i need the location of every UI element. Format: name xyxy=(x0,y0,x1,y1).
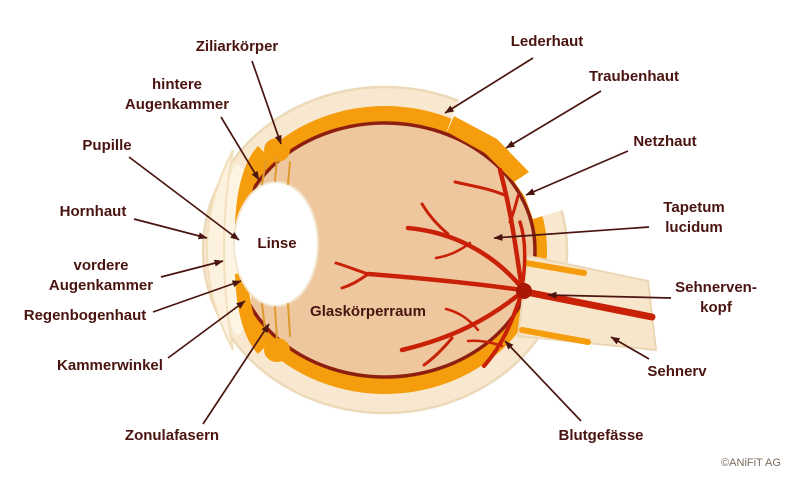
blood-vessel xyxy=(334,261,370,276)
callout-ziliarkoerper: Ziliarkörper xyxy=(196,38,282,145)
arrow-traubenhaut xyxy=(505,90,602,149)
blood-vessel xyxy=(466,339,504,348)
blood-vessel xyxy=(422,336,454,367)
zonule-fiber xyxy=(261,160,267,185)
blood-vessel xyxy=(405,225,525,291)
zonule-fiber xyxy=(274,306,278,341)
callout-regenbogenhaut: Regenbogenhaut xyxy=(24,280,242,324)
arrow-regenbogenhaut xyxy=(152,280,242,313)
arrow-blutgefaesse xyxy=(504,340,582,422)
blood-vessel xyxy=(522,288,656,321)
arrow-tapetum-lucidum xyxy=(493,226,650,241)
nerve-choroid-edge xyxy=(523,260,587,276)
blood-vessel xyxy=(497,167,525,291)
callout-lederhaut: Lederhaut xyxy=(444,33,584,114)
ciliary-body-lower xyxy=(264,338,290,362)
blood-vessel xyxy=(434,241,472,260)
cutaway-wedge xyxy=(447,81,579,219)
callout-zonulafasern: Zonulafasern xyxy=(125,323,270,444)
callout-pupille: Pupille xyxy=(82,137,240,241)
arrow-kammerwinkel xyxy=(167,300,246,359)
label-glaskoerperraum: Glaskörperraum xyxy=(310,303,426,320)
label-tapetum-lucidum-line2: lucidum xyxy=(665,219,723,236)
callout-traubenhaut: Traubenhaut xyxy=(505,68,679,149)
choroid-exposed-band xyxy=(447,116,529,182)
arrow-sehnerv xyxy=(610,336,650,360)
arrow-hintere-augenkammer xyxy=(220,116,260,181)
label-sehnerv: Sehnerv xyxy=(647,363,707,380)
label-regenbogenhaut: Regenbogenhaut xyxy=(24,307,147,324)
copyright-text: ©ANiFiT AG xyxy=(721,457,781,469)
label-pupille: Pupille xyxy=(82,137,131,154)
zonule-fiber xyxy=(274,157,278,182)
arrow-zonulafasern xyxy=(202,323,270,425)
label-tapetum-lucidum-line1: Tapetum xyxy=(663,199,724,216)
optic-disc xyxy=(516,283,532,299)
anterior-segment xyxy=(206,138,319,362)
label-lederhaut: Lederhaut xyxy=(511,33,584,50)
iris-lower xyxy=(235,272,268,354)
label-ziliarkoerper: Ziliarkörper xyxy=(196,38,279,55)
blood-vessel xyxy=(399,289,525,353)
blood-vessel xyxy=(444,307,480,332)
callout-vordere-augenkammer: vordere Augenkammer xyxy=(49,257,224,294)
arrow-ziliarkoerper xyxy=(251,60,282,145)
blood-vessels xyxy=(334,167,656,368)
nerve-choroid-edge xyxy=(519,327,591,345)
label-netzhaut: Netzhaut xyxy=(633,133,696,150)
blood-vessel xyxy=(420,202,450,236)
zonule-fiber xyxy=(287,161,291,185)
blood-vessel xyxy=(518,220,527,290)
cornea-shape xyxy=(206,149,234,351)
arrow-lederhaut xyxy=(444,57,534,114)
zonular-fibers xyxy=(261,157,291,341)
label-kammerwinkel: Kammerwinkel xyxy=(57,357,163,374)
callout-hornhaut: Hornhaut xyxy=(60,203,208,240)
label-traubenhaut: Traubenhaut xyxy=(589,68,679,85)
blood-vessel xyxy=(365,271,525,293)
blood-vessel xyxy=(482,290,524,368)
blood-vessel xyxy=(508,194,520,224)
arrow-netzhaut xyxy=(525,150,629,196)
blood-vessel xyxy=(453,180,509,198)
lens-shape xyxy=(233,181,319,307)
arrow-hornhaut xyxy=(133,218,208,240)
label-hintere-augenkammer-line2: Augenkammer xyxy=(125,96,229,113)
callout-blutgefaesse: Blutgefässe xyxy=(504,340,644,444)
label-blutgefaesse: Blutgefässe xyxy=(558,427,643,444)
callout-hintere-augenkammer: hintere Augenkammer xyxy=(125,76,260,181)
arrow-sehnervenkopf xyxy=(547,291,672,299)
blood-vessel xyxy=(340,272,370,290)
optic-nerve-choroid-edges xyxy=(519,260,591,345)
zonule-fiber xyxy=(287,303,291,337)
label-zonulafasern: Zonulafasern xyxy=(125,427,219,444)
label-sehnervenkopf-line1: Sehnerven- xyxy=(675,279,757,296)
callout-sehnerv: Sehnerv xyxy=(610,336,707,380)
ciliary-body-upper xyxy=(264,138,290,162)
arrow-pupille xyxy=(128,156,240,241)
arrow-vordere-augenkammer xyxy=(160,259,224,278)
label-sehnervenkopf-line2: kopf xyxy=(700,299,733,316)
callout-sehnervenkopf: Sehnerven- kopf xyxy=(547,279,757,316)
callout-netzhaut: Netzhaut xyxy=(525,133,697,196)
callout-tapetum-lucidum: Tapetum lucidum xyxy=(493,199,725,241)
label-vordere-augenkammer-line2: Augenkammer xyxy=(49,277,153,294)
callout-kammerwinkel: Kammerwinkel xyxy=(57,300,246,374)
label-hornhaut: Hornhaut xyxy=(60,203,127,220)
label-hintere-augenkammer-line1: hintere xyxy=(152,76,202,93)
label-vordere-augenkammer-line1: vordere xyxy=(73,257,128,274)
label-linse: Linse xyxy=(257,235,296,252)
